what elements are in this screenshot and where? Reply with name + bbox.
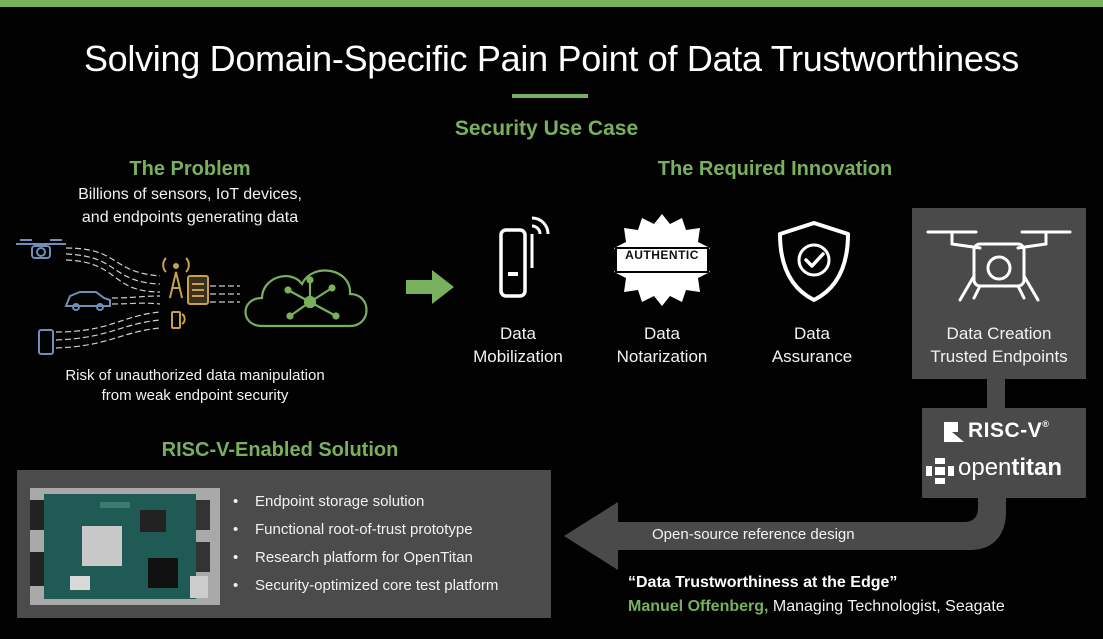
shield-check-icon	[778, 221, 850, 302]
drone-small-icon	[16, 239, 66, 259]
mobile-signal-icon	[499, 216, 550, 298]
phone-icon	[38, 329, 54, 355]
item-label-line: Data	[644, 324, 680, 343]
server-rack-icon	[187, 275, 209, 305]
right-arrow-icon	[406, 270, 454, 304]
section-heading: Security Use Case	[454, 117, 639, 140]
quote-author: Manuel Offenberg, Managing Technologist,…	[628, 598, 1005, 616]
riscv-logo-icon	[944, 422, 964, 442]
solution-bullet: Endpoint storage solution	[233, 488, 498, 516]
panel-connector	[987, 379, 1005, 409]
endpoint-label: Data Creation Trusted Endpoints	[912, 322, 1086, 368]
endpoint-label-line: Trusted Endpoints	[930, 347, 1068, 366]
solution-bullet: Security-optimized core test platform	[233, 572, 498, 600]
innovation-heading: The Required Innovation	[657, 158, 893, 180]
sensor-device-icon	[171, 311, 186, 329]
solution-bullet-list: Endpoint storage solution Functional roo…	[233, 488, 498, 600]
solution-bullet: Research platform for OpenTitan	[233, 544, 498, 572]
reference-arrow	[564, 498, 1006, 570]
author-name: Manuel Offenberg,	[628, 598, 769, 615]
data-stream-lines	[55, 247, 240, 349]
risk-line-2: from weak endpoint security	[101, 387, 289, 404]
item-label-line: Data	[794, 324, 830, 343]
endpoint-label-line: Data Creation	[946, 324, 1052, 343]
opentitan-logo-icon	[926, 458, 954, 484]
problem-line-2: and endpoints generating data	[81, 209, 299, 226]
trusted-endpoint-panel	[912, 208, 1086, 379]
author-role: Managing Technologist, Seagate	[768, 598, 1005, 615]
solution-heading: RISC-V-Enabled Solution	[161, 439, 399, 461]
circuit-board-image	[30, 488, 220, 605]
riscv-logo-text: RISC-V	[968, 419, 1043, 442]
risk-description: Risk of unauthorized data manipulation f…	[20, 366, 370, 406]
item-label-line: Data	[500, 324, 536, 343]
title-underline	[512, 94, 588, 98]
item-label-line: Notarization	[616, 347, 708, 366]
innovation-item-notarization: Data Notarization	[600, 322, 724, 368]
problem-heading: The Problem	[129, 158, 251, 180]
slide-title: Solving Domain-Specific Pain Point of Da…	[83, 38, 1020, 79]
riscv-trademark: ®	[1042, 419, 1050, 429]
car-icon	[64, 291, 111, 311]
opentitan-logo-text-bold: titan	[1011, 454, 1063, 481]
drone-icon	[926, 230, 1072, 302]
opentitan-logo: opentitan	[958, 454, 1062, 482]
risk-line-1: Risk of unauthorized data manipulation	[65, 367, 325, 384]
quote-title: “Data Trustworthiness at the Edge”	[628, 574, 898, 591]
item-label-line: Assurance	[771, 347, 853, 366]
problem-line-1: Billions of sensors, IoT devices,	[78, 186, 302, 203]
top-accent-bar	[0, 0, 1103, 7]
authentic-badge-text: AUTHENTIC	[625, 248, 699, 262]
innovation-item-assurance: Data Assurance	[752, 322, 872, 368]
riscv-logo: RISC-V®	[968, 419, 1049, 443]
cell-tower-icon	[162, 257, 190, 299]
authentic-seal-icon	[614, 214, 710, 306]
iot-network-illustration	[16, 239, 368, 355]
innovation-item-mobilization: Data Mobilization	[458, 322, 578, 368]
problem-description: Billions of sensors, IoT devices, and en…	[20, 183, 360, 229]
opentitan-logo-text: open	[958, 454, 1012, 481]
item-label-line: Mobilization	[473, 347, 563, 366]
cloud-network-icon	[244, 269, 368, 328]
solution-bullet: Functional root-of-trust prototype	[233, 516, 498, 544]
reference-design-label: Open-source reference design	[652, 526, 855, 543]
